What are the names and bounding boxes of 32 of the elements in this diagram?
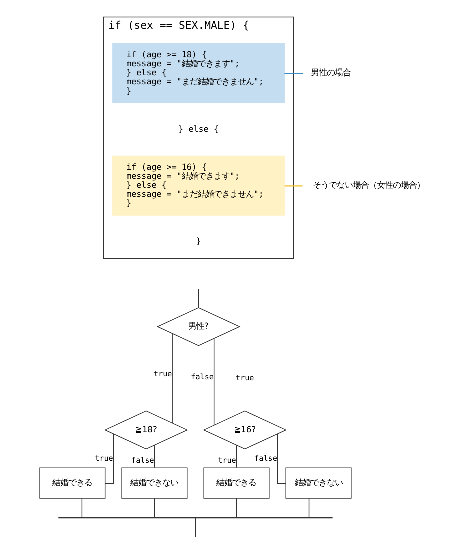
- connector: [198, 288, 199, 308]
- connector: [284, 73, 303, 74]
- connector: [213, 338, 214, 426]
- edge-label: false: [131, 456, 154, 465]
- node-diamond: 男性?: [156, 308, 240, 346]
- edge-label: false: [254, 454, 277, 464]
- connector: [81, 498, 82, 518]
- node-box: if (age >= 18) { message = "結婚できます"; } else { message = "まだ結婚できません"; }: [112, 43, 284, 104]
- connector: [308, 498, 310, 518]
- edge-label: true: [218, 456, 236, 465]
- node-diamond: ≧18?: [104, 410, 188, 450]
- edge-label: true: [153, 369, 172, 378]
- connector: [104, 434, 114, 484]
- connector: [154, 445, 155, 468]
- node-box: 結婚できる: [203, 468, 270, 499]
- connector: [154, 498, 155, 518]
- node-text: そうでない場合（女性の場合）: [312, 180, 424, 190]
- node-box: 結婚できない: [121, 468, 188, 499]
- node-text: 男性の場合: [310, 68, 350, 78]
- connector: [284, 186, 302, 187]
- node-box: if (age >= 16) { message = "結婚できます"; } else { message = "まだ結婚できません"; }: [112, 156, 284, 216]
- connector: [276, 434, 286, 484]
- edge-label: true: [94, 454, 113, 464]
- label: true: [235, 373, 254, 382]
- connector: [236, 498, 237, 518]
- node-box: 結婚できる: [39, 468, 106, 499]
- node-bar: [58, 517, 332, 519]
- connector: [194, 518, 196, 538]
- connector: [236, 445, 237, 468]
- edge-label: false: [190, 372, 214, 382]
- node-diamond: ≧16?: [202, 410, 286, 450]
- node-box: 結婚できない: [285, 468, 352, 499]
